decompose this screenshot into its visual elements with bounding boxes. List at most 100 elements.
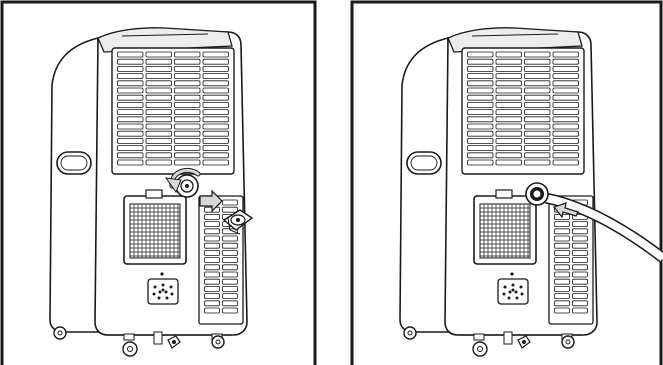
grille-slat bbox=[555, 229, 570, 234]
grille-slat bbox=[223, 294, 238, 299]
grille-slat bbox=[468, 81, 494, 86]
grille-slat bbox=[573, 294, 588, 299]
grille-slat bbox=[205, 250, 220, 255]
grille-slat bbox=[468, 74, 494, 79]
grille-slat bbox=[468, 153, 494, 158]
grille-slat bbox=[525, 110, 551, 115]
upper-exhaust-grille bbox=[462, 48, 584, 174]
grille-slat bbox=[146, 124, 172, 129]
grille-slat bbox=[175, 95, 201, 100]
grille-slat bbox=[203, 66, 229, 71]
grille-slat bbox=[205, 301, 220, 306]
grille-slat bbox=[555, 308, 570, 313]
grille-slat bbox=[496, 138, 522, 143]
caster-front-right bbox=[212, 334, 224, 348]
grille-slat bbox=[118, 131, 144, 136]
grille-slat bbox=[205, 214, 220, 219]
upper-exhaust-grille bbox=[112, 48, 234, 174]
grille-slat bbox=[175, 160, 201, 165]
grille-slat bbox=[118, 160, 144, 165]
grille-slat bbox=[555, 258, 570, 263]
grille-slat bbox=[203, 59, 229, 64]
grille-slat bbox=[555, 222, 570, 227]
grille-slat bbox=[118, 66, 144, 71]
grille-slat bbox=[118, 153, 144, 158]
grille-slat bbox=[525, 160, 551, 165]
grille-slat bbox=[203, 124, 229, 129]
grille-slat bbox=[205, 258, 220, 263]
grille-slat bbox=[146, 66, 172, 71]
keypad-button-icon bbox=[509, 291, 512, 294]
drain-port-coupling bbox=[526, 183, 548, 205]
grille-slat bbox=[555, 265, 570, 270]
grille-slat bbox=[496, 110, 522, 115]
grille-slat bbox=[175, 66, 201, 71]
keypad-button-icon bbox=[154, 286, 157, 289]
grille-slat bbox=[146, 153, 172, 158]
keypad-button-icon bbox=[171, 293, 174, 296]
grille-slat bbox=[553, 117, 579, 122]
keypad-button-icon bbox=[521, 293, 524, 296]
grille-slat bbox=[525, 88, 551, 93]
grille-slat bbox=[175, 117, 201, 122]
grille-slat bbox=[573, 258, 588, 263]
grille-slat bbox=[468, 102, 494, 107]
grille-slat bbox=[553, 81, 579, 86]
side-handle bbox=[407, 152, 441, 174]
grille-slat bbox=[146, 138, 172, 143]
grille-slat bbox=[553, 146, 579, 151]
grille-slat bbox=[573, 308, 588, 313]
grille-slat bbox=[223, 200, 238, 205]
grille-slat bbox=[553, 52, 579, 57]
grille-slat bbox=[525, 95, 551, 100]
keypad-button-icon bbox=[520, 286, 523, 289]
grille-slat bbox=[146, 146, 172, 151]
grille-slat bbox=[118, 146, 144, 151]
grille-slat bbox=[223, 279, 238, 284]
caster-rear bbox=[54, 327, 66, 339]
grille-slat bbox=[205, 294, 220, 299]
grille-slat bbox=[203, 95, 229, 100]
grille-slat bbox=[553, 110, 579, 115]
grille-slat bbox=[175, 88, 201, 93]
grille-slat bbox=[468, 146, 494, 151]
grille-slat bbox=[205, 279, 220, 284]
grille-slat bbox=[553, 138, 579, 143]
grille-slat bbox=[118, 81, 144, 86]
grille-slat bbox=[223, 272, 238, 277]
grille-slat bbox=[175, 153, 201, 158]
grille-slat bbox=[496, 102, 522, 107]
grille-slat bbox=[203, 146, 229, 151]
grille-slat bbox=[555, 236, 570, 241]
grille-slat bbox=[205, 286, 220, 291]
grille-slat bbox=[223, 308, 238, 313]
grille-slat bbox=[203, 74, 229, 79]
air-filter bbox=[124, 190, 186, 264]
grille-slat bbox=[468, 59, 494, 64]
grille-slat bbox=[118, 102, 144, 107]
grille-slat bbox=[496, 74, 522, 79]
grille-slat bbox=[553, 74, 579, 79]
grille-slat bbox=[203, 102, 229, 107]
grille-slat bbox=[553, 88, 579, 93]
grille-slat bbox=[525, 66, 551, 71]
grille-slat bbox=[573, 229, 588, 234]
keypad-button-icon bbox=[515, 291, 518, 294]
grille-slat bbox=[496, 124, 522, 129]
grille-slat bbox=[146, 117, 172, 122]
grille-slat bbox=[146, 95, 172, 100]
grille-slat bbox=[468, 110, 494, 115]
grille-slat bbox=[118, 88, 144, 93]
caster-front-left bbox=[123, 334, 137, 356]
keypad-button-icon bbox=[159, 291, 162, 294]
grille-slat bbox=[223, 243, 238, 248]
grille-slat bbox=[553, 102, 579, 107]
grille-slat bbox=[118, 74, 144, 79]
grille-slat bbox=[175, 138, 201, 143]
grille-slat bbox=[203, 131, 229, 136]
grille-slat bbox=[468, 88, 494, 93]
grille-slat bbox=[205, 243, 220, 248]
grille-slat bbox=[553, 160, 579, 165]
keypad-button-icon bbox=[165, 291, 168, 294]
keypad-button-icon bbox=[512, 289, 515, 292]
